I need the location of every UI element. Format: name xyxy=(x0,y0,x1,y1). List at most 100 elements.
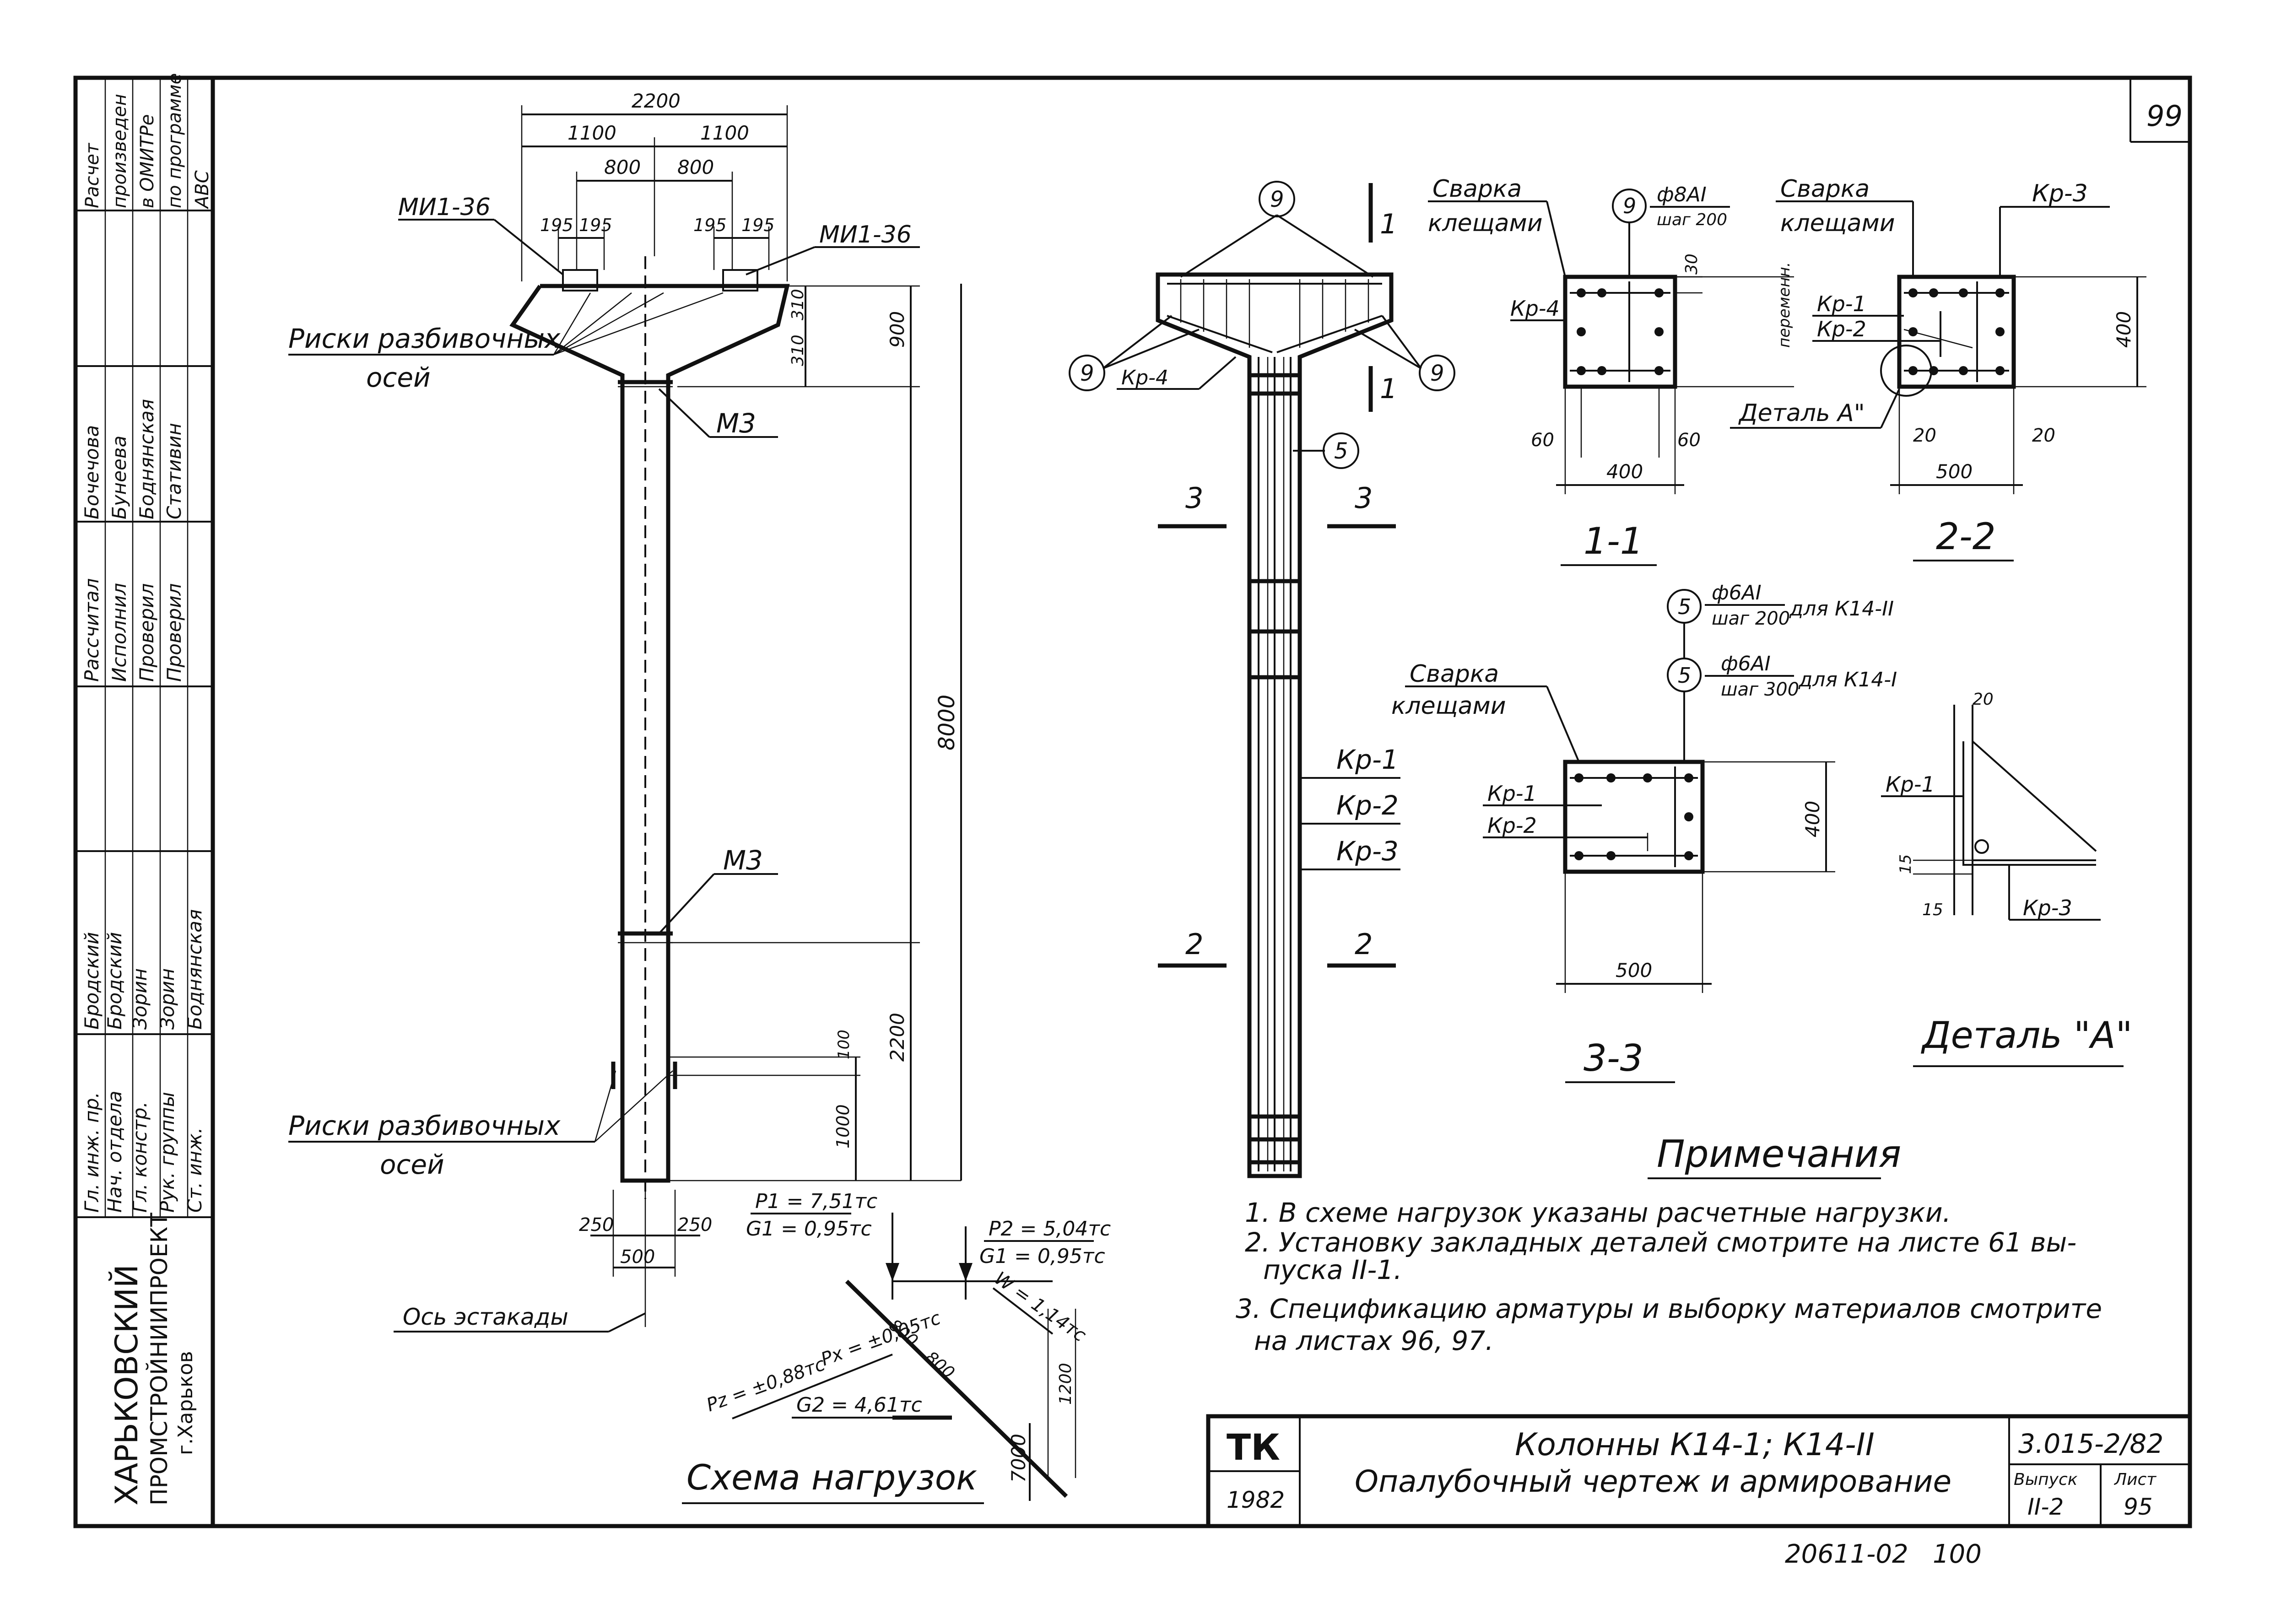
load-w: W = 1,14тс xyxy=(990,1268,1090,1346)
stamp-side-name-2: Бунеева xyxy=(108,436,130,519)
dim-250-right: 250 xyxy=(677,1214,712,1236)
dim-800-right: 800 xyxy=(677,156,714,178)
title-issue-label: Выпуск xyxy=(2014,1470,2078,1489)
load-g1-right: G1 = 0,95тс xyxy=(979,1245,1105,1268)
label-kp3-elev: Кр-3 xyxy=(1336,836,1399,867)
detail-title: Деталь "А" xyxy=(1921,1014,2132,1057)
s33-kp1: Кр-1 xyxy=(1487,781,1537,806)
s22-weld-2: клещами xyxy=(1780,210,1895,237)
notes-heading: Примечания xyxy=(1657,1133,1901,1176)
pos-9-left: 9 xyxy=(1080,361,1094,386)
dim-195-a: 195 xyxy=(540,215,573,235)
cut-2-right: 2 xyxy=(1355,928,1373,961)
detail-kp3: Кр-3 xyxy=(2023,896,2072,920)
label-m3-top: М3 xyxy=(716,408,756,439)
notes: Примечания 1. В схеме нагрузок указаны р… xyxy=(1236,1133,2102,1356)
s33-title: 3-3 xyxy=(1584,1037,1643,1079)
dim-2200-top: 2200 xyxy=(632,90,681,112)
s22-kp3: Кр-3 xyxy=(2032,180,2088,207)
org-line-3: г.Харьков xyxy=(174,1351,197,1456)
stamp-note-line-5: АВС xyxy=(192,170,213,210)
label-axes-bottom-1: Риски разбивочных xyxy=(288,1110,561,1141)
stamp-note-line-4: по программе xyxy=(164,73,185,208)
s11-rebar-2: шаг 200 xyxy=(1657,210,1727,229)
detail-dim-15-b: 15 xyxy=(1922,901,1943,919)
label-axes-top-1: Риски разбивочных xyxy=(288,323,561,354)
detail-dim-15-a: 15 xyxy=(1897,854,1915,874)
stamp-role-4: Рук. группы xyxy=(156,1092,178,1213)
dim-100: 100 xyxy=(835,1030,853,1059)
stamp-name-1: Бродский xyxy=(81,932,103,1030)
cut-1-bottom: 1 xyxy=(1380,373,1397,405)
title-sheet-label: Лист xyxy=(2113,1470,2156,1489)
load-g1-left: G1 = 0,95тс xyxy=(746,1217,872,1241)
load-scheme: P1 = 7,51тс G1 = 0,95тс P2 = 5,04тс G1 =… xyxy=(682,1190,1111,1504)
title-sheet: 95 xyxy=(2124,1494,2153,1520)
dim-195-b: 195 xyxy=(579,215,612,235)
dim-310-a: 310 xyxy=(789,289,807,320)
s11-weld-2: клещами xyxy=(1428,210,1543,237)
stamp-role-3: Гл. констр. xyxy=(129,1101,151,1213)
footer-number: 20611-02 100 xyxy=(1785,1539,1982,1569)
s22-dim-20-left: 20 xyxy=(1913,425,1936,446)
cut-3-left: 3 xyxy=(1185,481,1203,515)
cut-1-top: 1 xyxy=(1380,208,1397,240)
sheet-frame xyxy=(73,76,2192,1528)
note-1: 1. В схеме нагрузок указаны расчетные на… xyxy=(1245,1197,1951,1228)
s11-title: 1-1 xyxy=(1584,520,1643,562)
stamp-side-role-3: Проверил xyxy=(135,583,158,682)
org-line-1: ХАРЬКОВСКИЙ xyxy=(108,1264,145,1505)
s33-rebar-b-1: ф6АI xyxy=(1721,652,1771,675)
note-2b: пуска II-1. xyxy=(1263,1254,1402,1285)
dim-800-left: 800 xyxy=(604,156,641,178)
load-dim-7000: 7000 xyxy=(1007,1434,1030,1483)
s22-dim-400: 400 xyxy=(2113,311,2135,348)
stamp-note-line-1: Расчет xyxy=(82,142,103,208)
reinforcement-elevation: 9 9 9 Кр-4 5 1 1 3 3 2 2 Кр-1 Кр-2 xyxy=(1069,181,1455,1178)
cut-3-right: 3 xyxy=(1355,481,1373,515)
s33-rebar-a-2: шаг 200 xyxy=(1712,608,1790,629)
label-mi-right: МИ1-36 xyxy=(819,221,912,248)
label-kp4-elev: Кр-4 xyxy=(1121,366,1168,389)
s11-kp4: Кр-4 xyxy=(1510,296,1560,321)
dim-500-bottom: 500 xyxy=(620,1246,655,1268)
stamp-side-name-3: Боднянская xyxy=(135,399,158,519)
column-elevation: 2200 1100 1100 800 800 195 195 195 195 9… xyxy=(288,90,962,1333)
s22-weld-1: Сварка xyxy=(1780,175,1870,203)
label-axes-top-2: осей xyxy=(366,362,431,393)
title-line-1: Колонны К14-1; К14-II xyxy=(1515,1427,1875,1463)
load-p1: P1 = 7,51тс xyxy=(755,1190,877,1213)
dim-195-d: 195 xyxy=(741,215,775,235)
s11-side-note: переменн. xyxy=(1775,262,1794,348)
label-axes-bottom-2: осей xyxy=(380,1149,444,1180)
title-issue: II-2 xyxy=(2027,1494,2064,1520)
load-g2: G2 = 4,61тс xyxy=(796,1393,922,1417)
label-kp1-elev: Кр-1 xyxy=(1336,744,1399,775)
section-1-1: Сварка клещами 9 ф8АI шаг 200 Кр-4 30 60… xyxy=(1428,175,1794,566)
s22-kp1: Кр-1 xyxy=(1817,291,1866,316)
dim-900: 900 xyxy=(886,311,908,348)
s11-dim-60-right: 60 xyxy=(1677,430,1701,451)
stamp-side-role-2: Исполнил xyxy=(108,583,130,682)
s33-rebar-a-note: для К14-II xyxy=(1789,597,1894,620)
section-2-2: Сварка клещами Кр-3 Кр-1 Кр-2 Деталь А" … xyxy=(1730,175,2146,561)
dim-8000: 8000 xyxy=(934,695,960,750)
stamp-name-3: Зорин xyxy=(129,968,151,1030)
label-kp2-elev: Кр-2 xyxy=(1336,790,1399,821)
s11-weld-1: Сварка xyxy=(1432,175,1522,203)
s22-title: 2-2 xyxy=(1936,515,1996,558)
pos-9-right: 9 xyxy=(1430,361,1444,386)
s33-rebar-b-2: шаг 300 xyxy=(1721,679,1799,700)
dim-310-b: 310 xyxy=(789,335,807,366)
title-code: 3.015-2/82 xyxy=(2018,1428,2163,1459)
load-dim-800-b: 800 xyxy=(922,1348,958,1382)
stamp-side-role-1: Рассчитал xyxy=(81,578,103,682)
load-dim-1200: 1200 xyxy=(1056,1363,1075,1405)
dim-195-c: 195 xyxy=(693,215,727,235)
s22-dim-20-right: 20 xyxy=(2032,425,2055,446)
note-3b: на листах 96, 97. xyxy=(1254,1325,1494,1356)
s11-dim-60-left: 60 xyxy=(1531,430,1554,451)
s33-rebar-b-note: для К14-I xyxy=(1798,668,1897,691)
